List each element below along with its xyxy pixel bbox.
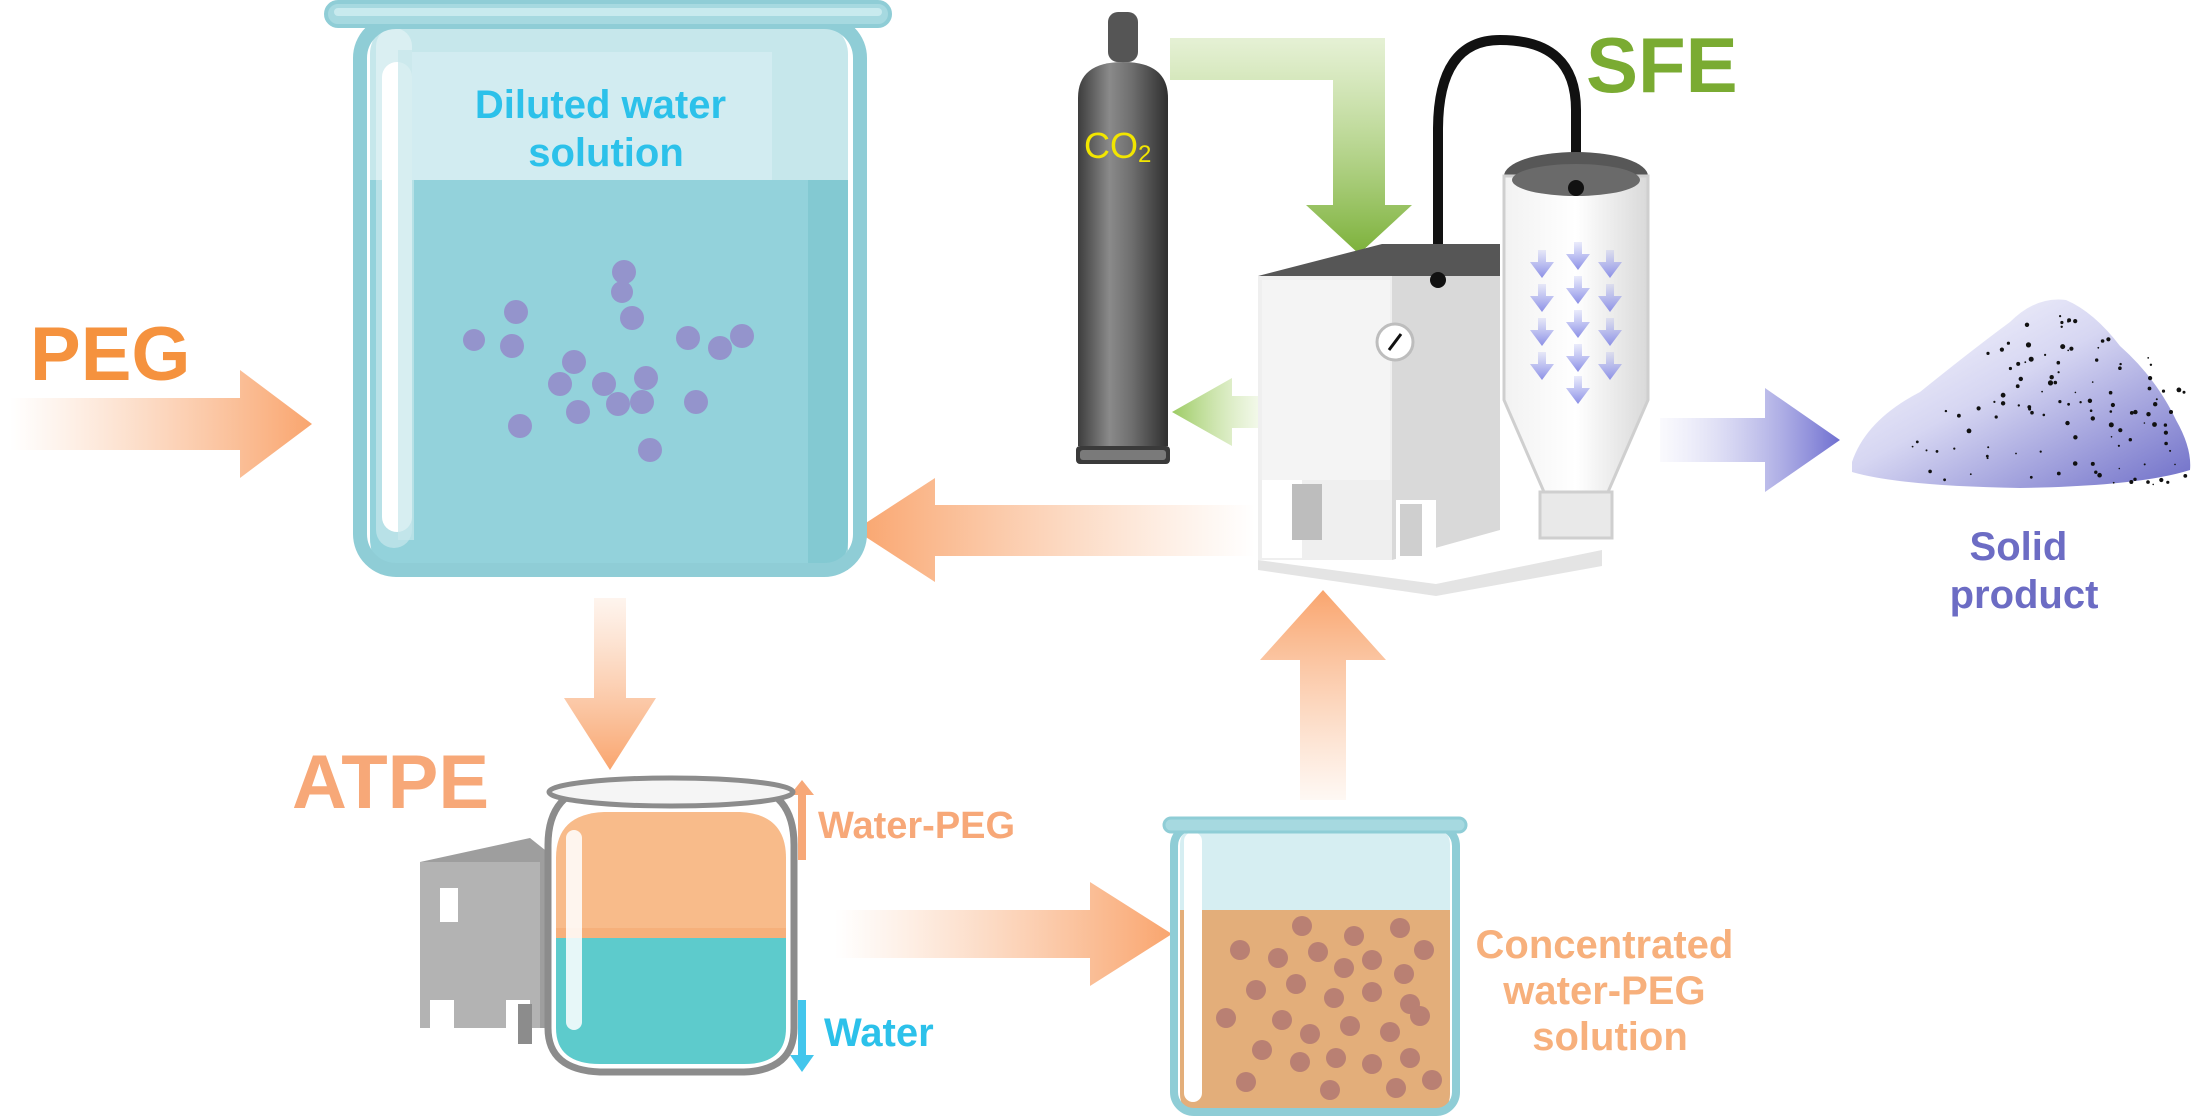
water-peg-label: Water-PEG bbox=[818, 805, 1015, 847]
concentrated-label-line1: Concentrated bbox=[1476, 923, 1734, 967]
sfe-extractor-unit bbox=[1258, 244, 1602, 596]
sfe-separator-vessel bbox=[1502, 152, 1650, 540]
product-speckles bbox=[1911, 315, 2188, 486]
beaker-to-atpe-arrow bbox=[564, 598, 656, 770]
downflow-arrows bbox=[1530, 242, 1622, 404]
co2-to-sfe-arrow bbox=[1170, 38, 1412, 254]
polymer-particles bbox=[463, 260, 754, 462]
diluted-solution-label-line1: Diluted water bbox=[475, 83, 726, 127]
diluted-water-beaker bbox=[324, 0, 892, 577]
concentrate-beaker bbox=[1162, 816, 1468, 1116]
sfe-label: SFE bbox=[1586, 21, 1738, 109]
concentrated-label-line3: solution bbox=[1532, 1015, 1688, 1059]
water-peg-up-arrow bbox=[790, 780, 814, 860]
co2-label-subscript: 2 bbox=[1138, 141, 1151, 168]
to-product-arrow bbox=[1660, 388, 1840, 492]
concentrate-particles bbox=[1216, 916, 1442, 1100]
sfe-tube bbox=[1433, 34, 1581, 285]
solid-product-label: Solid product bbox=[1950, 525, 2099, 617]
water-down-arrow bbox=[790, 1000, 814, 1072]
co2-recycle-arrow bbox=[1172, 378, 1265, 446]
atpe-label: ATPE bbox=[292, 740, 489, 825]
recycle-to-beaker-arrow bbox=[855, 478, 1255, 582]
water-label: Water bbox=[824, 1011, 934, 1055]
atpe-jar bbox=[544, 775, 798, 1076]
diluted-solution-label: Diluted water solution bbox=[475, 83, 737, 175]
co2-label-main: CO bbox=[1084, 125, 1138, 166]
co2-cylinder bbox=[1076, 12, 1170, 464]
peg-label: PEG bbox=[30, 312, 191, 397]
co2-label: CO2 bbox=[1084, 125, 1151, 168]
atpe-machine bbox=[420, 838, 560, 1044]
diluted-solution-label-line2: solution bbox=[528, 131, 684, 175]
peg-input-arrow bbox=[10, 370, 312, 478]
concentrated-solution-label: Concentrated water-PEG solution bbox=[1476, 923, 1745, 1059]
atpe-to-concentrate-arrow bbox=[835, 882, 1172, 986]
concentrated-label-line2: water-PEG bbox=[1502, 969, 1705, 1013]
solid-product-label-line1: Solid bbox=[1970, 525, 2068, 569]
solid-product-label-line2: product bbox=[1950, 573, 2099, 617]
concentrate-to-sfe-arrow bbox=[1260, 590, 1386, 800]
solid-product-pile bbox=[1852, 299, 2191, 488]
